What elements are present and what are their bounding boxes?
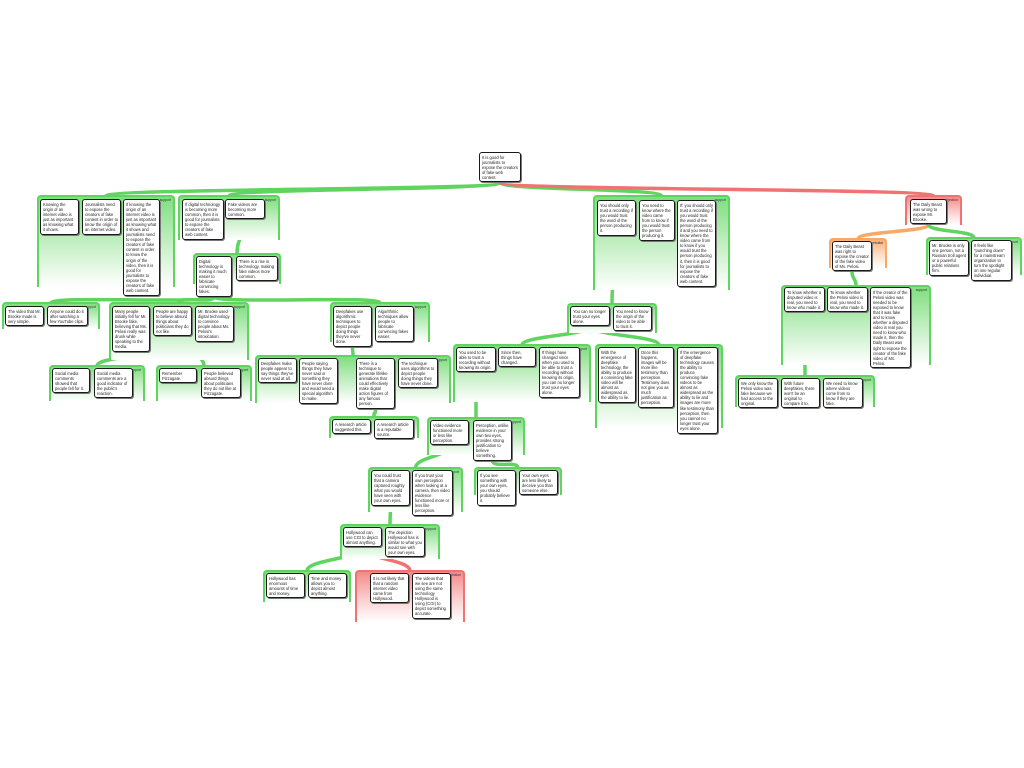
argument-node[interactable]: Digital technology is making it much eas… <box>196 256 232 297</box>
support-connector <box>926 222 976 240</box>
argument-node[interactable]: It is not likely that that a random inte… <box>370 573 409 604</box>
argument-node[interactable]: The Daily Beast was wrong to expose Mr. … <box>910 199 947 225</box>
argument-node[interactable]: People saying things they have never sai… <box>299 358 338 404</box>
group-type-label: support <box>509 420 521 424</box>
group-type-label: support <box>447 470 459 474</box>
argument-node[interactable]: Your own eyes are less likely to deceive… <box>519 470 558 496</box>
argument-node[interactable]: Since then, things have changed. <box>498 347 536 368</box>
argument-node[interactable]: Social media comments showed that people… <box>52 368 90 394</box>
group-type-label: support <box>424 527 436 531</box>
argument-node[interactable]: A research article is a reputable source… <box>374 419 414 440</box>
group-type-label: support <box>84 305 96 309</box>
argument-node[interactable]: Time and money allows you to depict almo… <box>308 573 347 599</box>
argument-node[interactable]: Remember Pizzagate. <box>159 368 197 384</box>
argument-node[interactable]: Once this happens, images will be more l… <box>638 347 674 409</box>
argument-node[interactable]: Mr. Brooke is only one person, not a Rus… <box>929 240 969 276</box>
support-connector <box>490 458 520 470</box>
rebuttal-connector <box>856 222 931 241</box>
group-type-label: support <box>435 358 447 362</box>
argument-node[interactable]: To know whether the Pelosi video is real… <box>827 287 868 313</box>
support-connector <box>850 269 858 288</box>
argument-node[interactable]: You need to know the origin of the video… <box>613 306 652 332</box>
argument-node[interactable]: With the emergence of deepfake technolog… <box>598 347 636 403</box>
argument-node[interactable]: If you trust your own perception when lo… <box>412 470 453 516</box>
support-connector <box>212 294 382 305</box>
argument-node[interactable]: If: you should only trust a recording if… <box>677 200 716 287</box>
group-type-label: rebuttal <box>871 241 883 245</box>
group-type-label: support <box>414 305 426 309</box>
argument-node[interactable]: The video that Mr. Brooke made is very s… <box>5 306 44 327</box>
argument-node[interactable]: Mr. Brooke used digital technology to co… <box>195 306 234 342</box>
group-type-label: objection <box>944 198 958 202</box>
argument-node[interactable]: If things have changed since when you us… <box>539 347 580 398</box>
objection-connector <box>498 180 936 198</box>
argument-node[interactable]: There is a technique to generate lifelik… <box>356 358 395 409</box>
argument-node[interactable]: People are happy to believe absurd thing… <box>153 306 192 337</box>
argument-node[interactable]: You can no longer trust your eyes alone. <box>570 306 610 327</box>
group-type-label: support <box>159 198 171 202</box>
argument-node[interactable]: Video evidence functioned more or less l… <box>430 420 469 446</box>
group-type-label: support <box>915 288 927 292</box>
group-type-label: support <box>264 198 276 202</box>
argument-node[interactable]: Many people initially fell for Mr. Brook… <box>112 306 150 352</box>
group-type-label: support <box>233 305 245 309</box>
argument-node[interactable]: With future deepfakes, there won't be an… <box>781 378 820 409</box>
argument-node[interactable]: The videos that we see are not using the… <box>412 573 451 619</box>
argument-node[interactable]: Social media comments are a good indicat… <box>94 368 133 399</box>
argument-node[interactable]: Deepfakes make people appear to say thin… <box>258 358 297 384</box>
argument-node[interactable]: If the emergence of deepfake technology … <box>677 347 718 434</box>
argument-node[interactable]: Journalists need to expose the creators … <box>82 199 121 235</box>
argument-node[interactable]: We need to know where videos come from t… <box>823 378 863 409</box>
argument-node[interactable]: The Daily Beast was right to expose the … <box>832 241 872 272</box>
argument-node[interactable]: You could trust that a camera captured r… <box>371 470 410 506</box>
argument-node[interactable]: If the creator of the Pelosi video was n… <box>870 287 911 369</box>
argument-node[interactable]: The technique uses algorithms to depict … <box>398 358 438 389</box>
argument-node[interactable]: You should only trust a recording if you… <box>597 200 636 236</box>
argument-node[interactable]: Perception, unlike evidence in your own … <box>473 420 512 461</box>
support-connector <box>372 407 378 419</box>
argument-node[interactable]: To know whether a disputed video is real… <box>784 287 825 313</box>
argument-node[interactable]: People believed absurd things about poli… <box>201 368 241 399</box>
group-type-label: objection <box>447 573 461 577</box>
group-type-label: support <box>236 368 248 372</box>
argument-node[interactable]: You used to be able to trust a recording… <box>456 347 496 373</box>
argument-node[interactable]: It feels like "punching down" for a main… <box>971 240 1012 281</box>
argument-node[interactable]: Hollywood can use CGI to depict almost a… <box>343 527 382 548</box>
argument-node[interactable]: The depiction Hollywood has is similar t… <box>385 527 425 558</box>
argument-node[interactable]: There is a rise in technology, making fa… <box>236 256 278 282</box>
argument-node[interactable]: Deepfakes use algorithmic techniques to … <box>333 306 372 347</box>
group-type-label: support <box>859 378 871 382</box>
support-connector <box>227 180 502 198</box>
argument-node[interactable]: You need to know where the video came fr… <box>639 200 675 241</box>
argument-node[interactable]: Fake videos are becoming more common. <box>225 199 265 220</box>
argument-node[interactable]: A research article suggested this. <box>332 419 371 435</box>
group-type-label: support <box>575 347 587 351</box>
argument-node[interactable]: Anyone could do it after watching a few … <box>47 306 88 327</box>
group-type-label: support <box>714 198 726 202</box>
argument-node[interactable]: Algorithmic techniques allow people to f… <box>375 306 414 342</box>
argument-node[interactable]: Hollywood has enormous amounts of time a… <box>266 573 305 599</box>
root-claim[interactable]: It is good for journalists to expose the… <box>479 152 521 183</box>
group-type-label: support <box>129 368 141 372</box>
support-connector <box>350 344 355 358</box>
argument-node[interactable]: If knowing the origin of an internet vid… <box>123 199 160 296</box>
group-type-label: support <box>1006 240 1018 244</box>
argument-node[interactable]: If digital technology is becoming more c… <box>182 199 224 240</box>
argument-node[interactable]: We only know the Pelosi video was fake b… <box>738 378 778 409</box>
argument-node[interactable]: If you see something with your own eyes,… <box>477 470 516 506</box>
argument-node[interactable]: Knowing the origin of an internet video … <box>40 199 79 235</box>
